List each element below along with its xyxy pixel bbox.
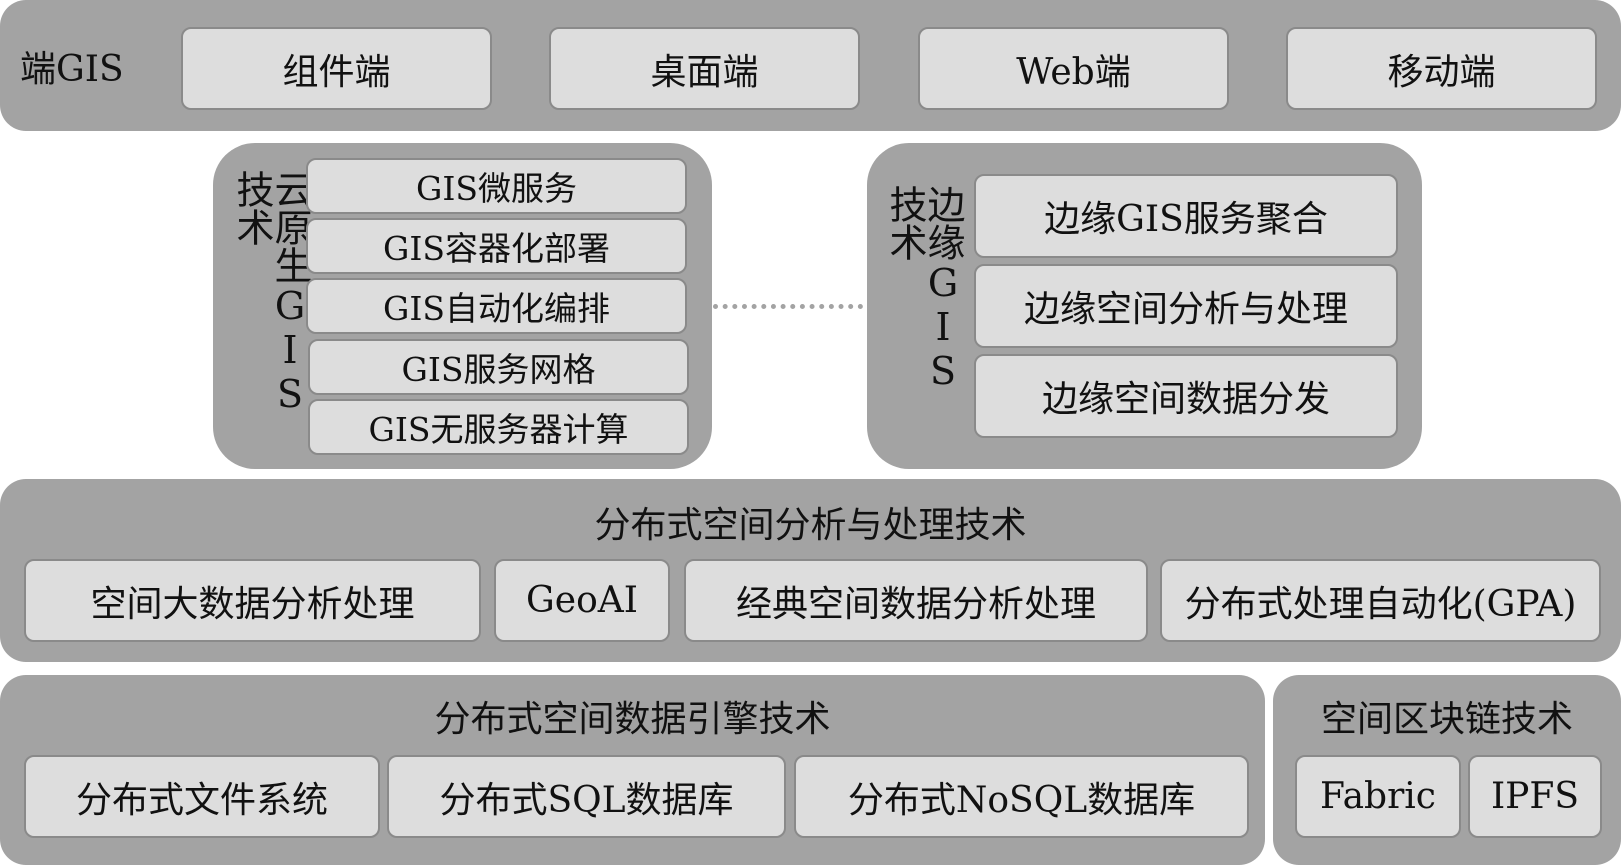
edge-service-aggregation-box: 边缘GIS服务聚合 xyxy=(974,174,1398,258)
distributed-nosql-db-box: 分布式NoSQL数据库 xyxy=(794,755,1249,838)
dotted-connector-line xyxy=(713,304,863,309)
gis-container-deploy-box: GIS容器化部署 xyxy=(306,218,687,274)
fabric-box: Fabric xyxy=(1295,755,1461,838)
desktop-client-box: 桌面端 xyxy=(549,27,860,110)
distributed-file-system-box: 分布式文件系统 xyxy=(24,755,380,838)
mobile-client-box: 移动端 xyxy=(1286,27,1597,110)
geoai-box: GeoAI xyxy=(494,559,670,642)
gis-orchestration-box: GIS自动化编排 xyxy=(306,278,687,334)
blockchain-title: 空间区块链技术 xyxy=(1320,699,1573,740)
data-engine-title: 分布式空间数据引擎技术 xyxy=(434,699,831,740)
distributed-sql-db-box: 分布式SQL数据库 xyxy=(387,755,786,838)
ipfs-box: IPFS xyxy=(1468,755,1602,838)
distributed-analysis-title: 分布式空间分析与处理技术 xyxy=(594,505,1027,546)
edge-spatial-analysis-box: 边缘空间分析与处理 xyxy=(974,264,1398,348)
web-client-box: Web端 xyxy=(918,27,1229,110)
gpa-automation-box: 分布式处理自动化(GPA) xyxy=(1160,559,1601,642)
big-data-analysis-box: 空间大数据分析处理 xyxy=(24,559,481,642)
edge-data-distribution-box: 边缘空间数据分发 xyxy=(974,354,1398,438)
cloud-native-gis-label: 云原生GIS技术 xyxy=(230,170,312,416)
gis-service-mesh-box: GIS服务网格 xyxy=(308,339,689,395)
client-gis-label: 端GIS xyxy=(20,49,124,90)
component-client-box: 组件端 xyxy=(181,27,492,110)
edge-gis-label: 边缘GIS技术 xyxy=(883,185,965,393)
gis-serverless-box: GIS无服务器计算 xyxy=(308,399,689,455)
gis-microservice-box: GIS微服务 xyxy=(306,158,687,214)
classic-spatial-analysis-box: 经典空间数据分析处理 xyxy=(684,559,1148,642)
